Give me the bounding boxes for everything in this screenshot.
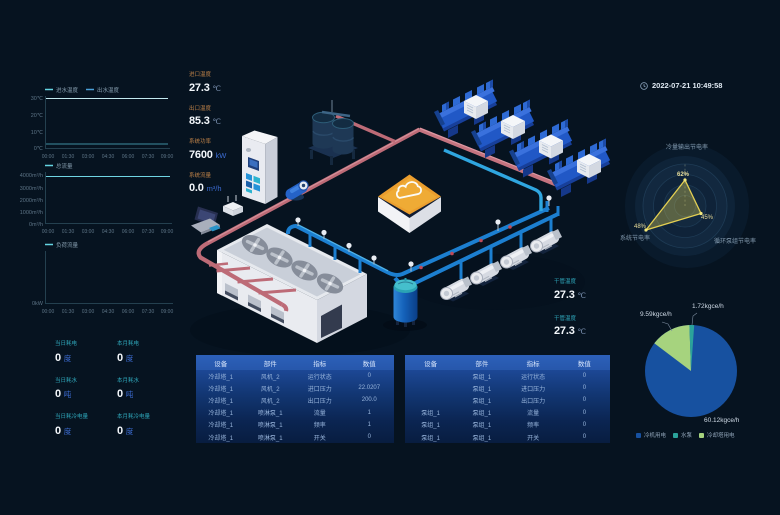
svg-text:1000m³/h: 1000m³/h [20, 210, 43, 216]
svg-text:3000m³/h: 3000m³/h [20, 186, 43, 192]
svg-text:2000m³/h: 2000m³/h [20, 198, 43, 204]
svg-text:03:00: 03:00 [82, 229, 95, 235]
svg-text:09:00: 09:00 [161, 154, 174, 160]
svg-text:04:30: 04:30 [102, 309, 115, 315]
svg-text:07:30: 07:30 [142, 309, 155, 315]
svg-text:0m³/h: 0m³/h [29, 222, 43, 228]
svg-text:0kW: 0kW [32, 301, 44, 307]
svg-text:06:00: 06:00 [122, 154, 135, 160]
svg-text:0℃: 0℃ [34, 146, 44, 152]
svg-text:出水温度: 出水温度 [97, 86, 120, 94]
svg-text:04:30: 04:30 [102, 229, 115, 235]
svg-text:00:00: 00:00 [42, 309, 55, 315]
svg-text:09:00: 09:00 [161, 229, 174, 235]
svg-text:09:00: 09:00 [161, 309, 174, 315]
svg-text:07:30: 07:30 [142, 229, 155, 235]
svg-text:00:00: 00:00 [42, 229, 55, 235]
svg-text:10℃: 10℃ [31, 130, 44, 136]
svg-text:4000m³/h: 4000m³/h [20, 173, 43, 179]
svg-text:07:30: 07:30 [142, 154, 155, 160]
svg-text:04:30: 04:30 [102, 154, 115, 160]
svg-text:01:30: 01:30 [62, 309, 75, 315]
svg-text:06:00: 06:00 [122, 229, 135, 235]
svg-text:20℃: 20℃ [31, 113, 44, 119]
svg-text:30℃: 30℃ [31, 96, 44, 102]
svg-text:00:00: 00:00 [42, 154, 55, 160]
svg-text:进水温度: 进水温度 [56, 86, 79, 94]
svg-text:01:30: 01:30 [62, 154, 75, 160]
svg-text:03:00: 03:00 [82, 154, 95, 160]
svg-text:01:30: 01:30 [62, 229, 75, 235]
svg-text:06:00: 06:00 [122, 309, 135, 315]
svg-text:03:00: 03:00 [82, 309, 95, 315]
svg-text:负荷流量: 负荷流量 [56, 241, 79, 249]
svg-text:总流量: 总流量 [56, 162, 73, 170]
